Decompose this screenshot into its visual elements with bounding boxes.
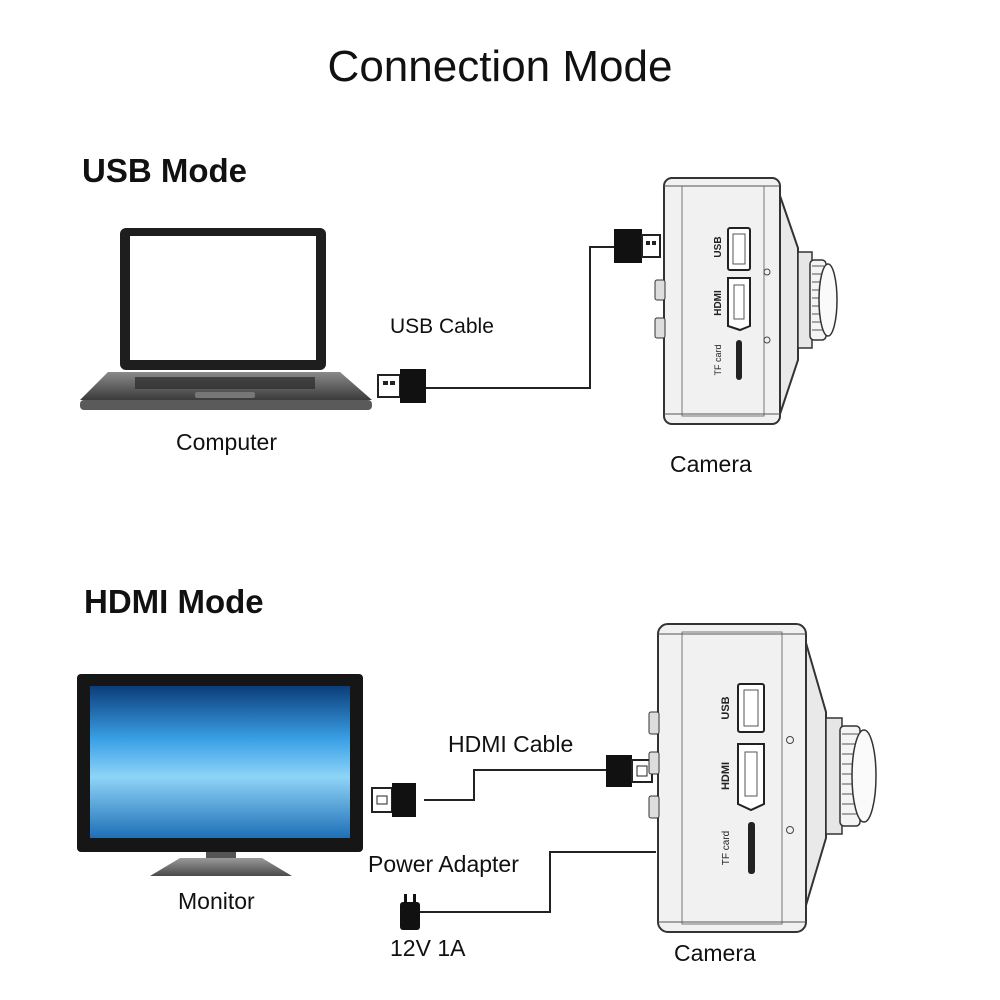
laptop-icon <box>80 228 372 410</box>
camera-usb-port-label: USB <box>713 236 724 257</box>
camera-icon: USB HDMI TF card <box>648 623 877 933</box>
camera-hdmi-port-label: HDMI <box>720 762 732 790</box>
page-title: Connection Mode <box>327 42 673 91</box>
usb-camera-label: Camera <box>670 451 752 477</box>
monitor-icon <box>77 674 363 876</box>
camera-hdmi-port-label: HDMI <box>713 290 724 316</box>
camera-usb-port-label: USB <box>720 696 732 719</box>
camera-icon: USB HDMI TF card <box>654 177 838 425</box>
power-spec-label: 12V 1A <box>390 935 466 961</box>
power-adapter-label: Power Adapter <box>368 851 519 877</box>
hdmi-cable-icon <box>371 755 653 817</box>
hdmi-camera-label: Camera <box>674 940 756 966</box>
computer-label: Computer <box>176 429 277 455</box>
camera-tf-slot-label: TF card <box>713 344 723 375</box>
monitor-label: Monitor <box>178 888 255 914</box>
camera-tf-slot-label: TF card <box>721 831 732 865</box>
power-adapter-icon <box>400 851 656 930</box>
hdmi-cable-label: HDMI Cable <box>448 731 574 757</box>
usb-mode-heading: USB Mode <box>82 152 247 189</box>
hdmi-mode-heading: HDMI Mode <box>84 583 264 620</box>
usb-cable-icon <box>377 229 661 403</box>
usb-cable-label: USB Cable <box>390 315 494 338</box>
